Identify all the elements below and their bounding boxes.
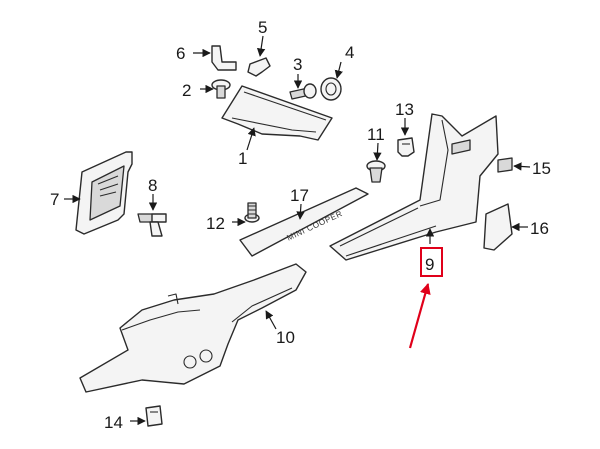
callout-16: 16: [530, 219, 549, 238]
part-3-screw: [289, 83, 317, 100]
leader-10: [265, 310, 277, 330]
callout-6: 6: [176, 44, 185, 63]
callout-17: 17: [290, 186, 309, 205]
callout-3: 3: [293, 55, 302, 74]
highlighted-callout-9: 9: [420, 247, 443, 277]
part-5-clip: [247, 57, 271, 77]
part-7-pillar-trim: [75, 151, 133, 235]
callout-5: 5: [258, 18, 267, 37]
part-13-bracket: [397, 137, 415, 157]
part-15-cover: [497, 157, 513, 173]
leader-5: [256, 35, 266, 57]
part-16-flap: [483, 203, 513, 251]
leader-1: [246, 127, 256, 151]
callout-8: 8: [148, 176, 157, 195]
part-14-clip: [145, 405, 163, 427]
callout-9: 9: [425, 255, 434, 274]
callout-14: 14: [104, 413, 123, 432]
callout-2: 2: [182, 81, 191, 100]
callout-12: 12: [206, 214, 225, 233]
callout-10: 10: [276, 328, 295, 347]
callout-1: 1: [238, 149, 247, 168]
callout-13: 13: [395, 100, 414, 119]
pointer-arrow: [408, 282, 431, 349]
callout-labels: 1 2 3 4 5 6 7 8 10 11 12 13 14 15 16 17: [50, 18, 551, 432]
part-6-clip: [211, 45, 237, 71]
callout-7: 7: [50, 190, 59, 209]
part-11-fastener: [366, 160, 386, 183]
part-4-cap: [320, 77, 342, 101]
part-10-lower-sill: [79, 263, 307, 393]
leader-4: [334, 61, 343, 79]
callout-15: 15: [532, 159, 551, 178]
leader-15: [513, 162, 531, 171]
part-8-bolt: [137, 213, 167, 237]
part-1-trim-panel: [221, 85, 333, 141]
leader-11: [373, 142, 382, 161]
part-2-push-clip: [211, 79, 231, 99]
callout-11: 11: [367, 125, 385, 144]
part-9-sill-trim: [329, 113, 499, 261]
part-12-screw: [244, 202, 260, 223]
callout-4: 4: [345, 43, 354, 62]
leader-lines: [64, 35, 531, 426]
leader-17: [296, 203, 305, 220]
highlight-box: [420, 247, 443, 277]
